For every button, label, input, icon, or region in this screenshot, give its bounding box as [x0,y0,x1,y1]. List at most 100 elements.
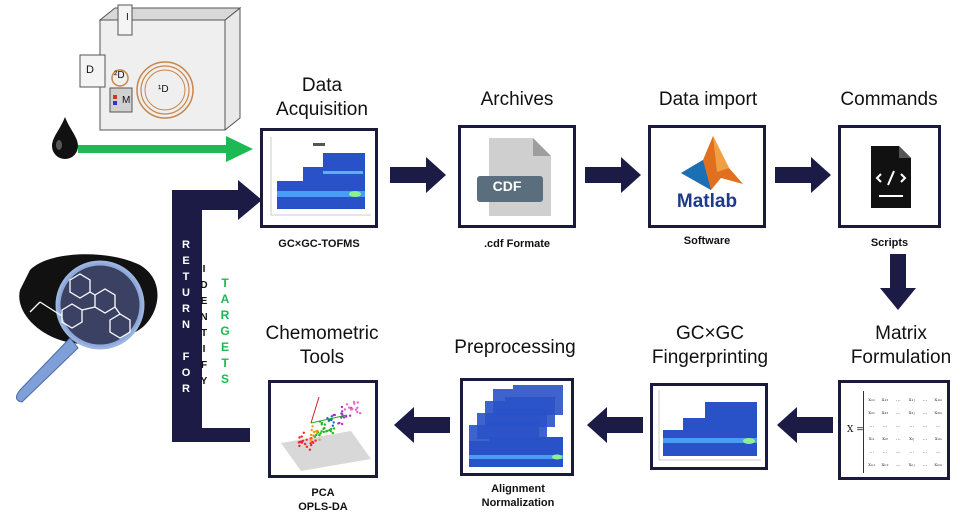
return-for-letter: N [182,319,190,331]
green-arrow [78,136,253,162]
targets-letter: A [220,292,230,306]
return-for-letter: R [182,303,190,315]
matrix-cell: xₙⱼ [908,461,915,468]
matrix-cell: ... [922,409,928,416]
pca-point [309,433,313,437]
commands-title: Commands [840,89,938,110]
matrix-cell: ... [935,448,941,455]
pca-point [310,443,313,447]
pca-point [318,438,321,441]
identify-letter: I [202,344,206,355]
pca-point [298,444,301,448]
instrument-label-d: D [86,64,94,76]
pca-point [348,414,352,417]
pca-point [312,441,315,444]
pca-point [311,425,314,428]
arrow-commands-to-matrix [880,254,916,310]
matrix-cell: x₁₂ [881,396,889,403]
matrix-cell: xₙ₂ [881,461,889,468]
pca-point [309,439,312,442]
commands-caption: Scripts [870,237,909,249]
pca-point [342,416,346,419]
arrow-preprocessing-to-chemometric [394,407,450,443]
matrix-cell: ... [922,448,928,455]
import-caption: Software [683,235,731,247]
return-for-letter: R [182,239,190,251]
script-file-icon [871,146,911,208]
pca-point [331,424,334,427]
pca-point [351,407,354,411]
pca-point [340,416,343,419]
matrix-cell: xₙₘ [934,461,943,468]
cdf-file-label: CDF [492,178,522,194]
matrix-cell: x₁ₘ [934,396,943,403]
matrix-cell: x₂ⱼ [908,409,915,416]
pca-point [331,431,334,435]
pca-point [356,401,359,404]
arrow-archives-to-import [585,157,641,193]
cdf-file-icon [477,138,551,216]
instrument-label-1d: ¹D [158,84,169,95]
aligned-chromatograms-image [469,385,563,467]
matrix-title: Matrix Formulation [850,323,952,368]
pca-point [359,412,362,415]
matrix-cell: ... [895,448,901,455]
matrix-x-label: X = [847,425,864,435]
arrow-acq-to-archives [390,157,446,193]
targets-letter: S [220,372,229,386]
pca-point [354,408,358,411]
identify-letter: I [202,264,206,275]
matrix-cell: xᵢₘ [934,435,942,442]
pca-point [322,430,325,434]
pca-point [345,415,348,418]
matrix-cell: x₂₂ [881,409,889,416]
matrix-cell: ... [922,461,928,468]
commands-box [838,125,941,228]
matrix-cell: ... [922,396,928,403]
identify-letter: E [200,296,208,307]
identify-letter: D [200,280,208,291]
pca-point [298,436,301,439]
return-for-letter: U [182,287,190,299]
magnifier-molecules-illustration [16,254,158,403]
pca-point [305,445,309,448]
gc-instrument-illustration [79,4,242,131]
matrix-cell: xₙ₁ [868,461,876,468]
preprocessing-title: Preprocessing [454,337,576,358]
pca-point [308,448,312,451]
pca-point [303,442,307,446]
return-for-letter: O [181,367,191,379]
pca-point [297,441,300,444]
matrix-cell: ... [869,422,875,429]
targets-letter: R [220,308,230,322]
matrix-cell: ... [922,422,928,429]
matrix-cell: ... [895,435,901,442]
pca-point [332,421,335,424]
matrix-cell: xᵢ₁ [868,435,875,442]
pca-point [340,422,344,426]
pca-point [326,429,329,433]
targets-letter: T [221,356,229,370]
pca-scatter-image [281,396,371,471]
pca-point [323,426,326,430]
pca-point [312,434,315,437]
matrix-cell: ... [895,422,901,429]
pca-point [305,438,308,441]
archives-title: Archives [480,89,554,110]
matrix-cell: ... [895,396,901,403]
matrix-cell: ... [922,435,928,442]
archives-caption: .cdf Formate [483,238,550,250]
pca-point [320,430,323,433]
pca-point [301,439,305,442]
gcxgc-chromatogram-image [270,137,371,216]
instrument-label-i: I [126,12,129,23]
pca-point [310,428,313,432]
pca-point [312,430,316,434]
import-box [648,125,766,228]
import-title: Data import [658,89,758,110]
matlab-logo-icon [681,136,743,190]
